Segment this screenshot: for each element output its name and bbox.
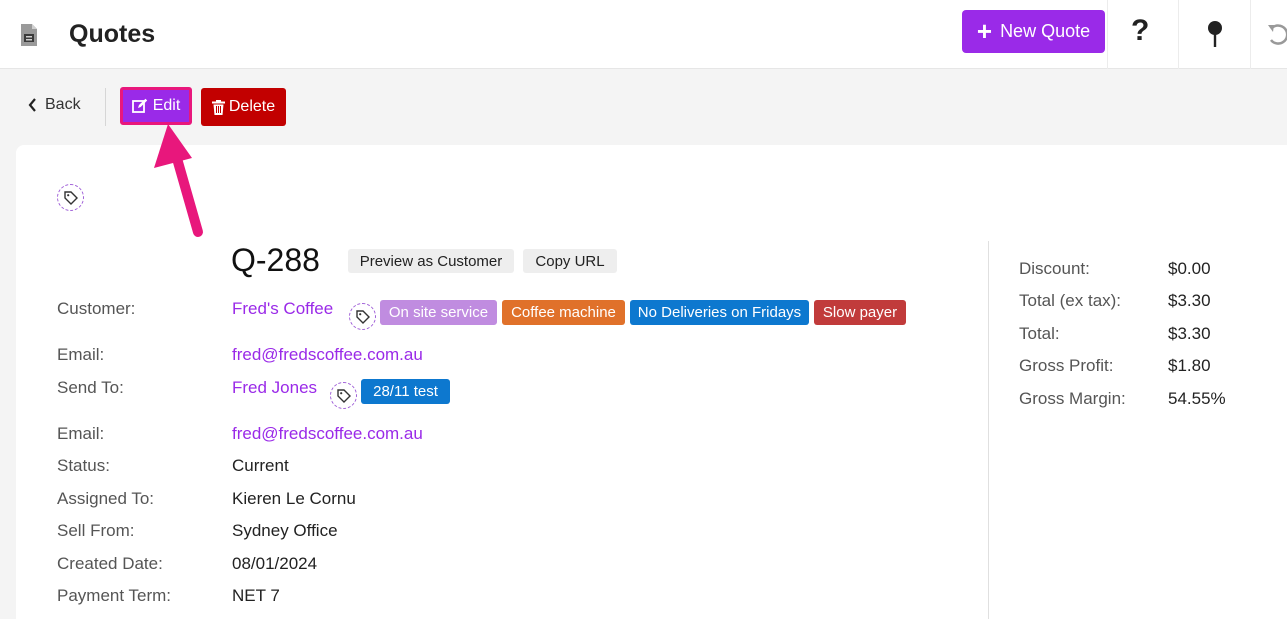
email-label: Email: (57, 424, 105, 443)
created-date-label: Created Date: (57, 554, 163, 573)
new-quote-label: New Quote (1000, 21, 1091, 41)
preview-as-customer-button[interactable]: Preview as Customer (348, 249, 514, 273)
status-value: Current (232, 456, 289, 475)
tag-icon (336, 388, 351, 403)
assigned-to-value: Kieren Le Cornu (232, 489, 356, 508)
contact-email-link[interactable]: fred@fredscoffee.com.au (232, 424, 423, 443)
discount-label: Discount: (1019, 259, 1090, 278)
delete-button[interactable]: Delete (201, 88, 286, 126)
top-bar: Quotes + New Quote ? (0, 0, 1287, 69)
payment-term-value: NET 7 (232, 586, 280, 605)
header-divider (1178, 0, 1179, 69)
status-label: Status: (57, 456, 110, 475)
header-divider (1250, 0, 1251, 69)
header-divider (1107, 0, 1108, 69)
customer-email-link[interactable]: fred@fredscoffee.com.au (232, 345, 423, 364)
send-to-link[interactable]: Fred Jones (232, 378, 318, 397)
quote-id: Q-288 (231, 242, 320, 278)
customer-tag-button[interactable] (349, 303, 376, 330)
send-to-label: Send To: (57, 378, 124, 397)
delete-label: Delete (228, 98, 276, 115)
pin-icon[interactable] (1205, 20, 1225, 48)
contact-tag-button[interactable] (330, 382, 357, 409)
plus-icon: + (976, 15, 993, 46)
sell-from-label: Sell From: (57, 521, 135, 540)
edit-icon (131, 98, 147, 113)
total-label: Total: (1019, 324, 1060, 343)
tag-icon (63, 190, 78, 205)
undo-icon[interactable] (1268, 22, 1287, 46)
annotation-arrow-icon (154, 124, 203, 237)
back-label: Back (45, 96, 81, 113)
tag-icon (355, 309, 370, 324)
customer-tag-badge: Slow payer (814, 300, 906, 325)
new-quote-button[interactable]: + New Quote (962, 10, 1105, 53)
copy-url-button[interactable]: Copy URL (523, 249, 617, 273)
quote-card (16, 145, 1287, 619)
add-tag-button[interactable] (57, 184, 84, 211)
toolbar-divider (105, 88, 106, 126)
edit-button[interactable]: Edit (120, 87, 192, 125)
contact-tag-badge: 28/11 test (361, 379, 450, 404)
created-date-value: 08/01/2024 (232, 554, 318, 573)
gross-profit-value: $1.80 (1168, 356, 1211, 375)
discount-value: $0.00 (1168, 259, 1211, 278)
customer-tag-badge: No Deliveries on Fridays (630, 300, 809, 325)
total-ex-tax-value: $3.30 (1168, 291, 1211, 310)
total-ex-tax-label: Total (ex tax): (1019, 291, 1122, 310)
gross-margin-label: Gross Margin: (1019, 389, 1126, 408)
total-value: $3.30 (1168, 324, 1211, 343)
email-label: Email: (57, 345, 105, 364)
sell-from-value: Sydney Office (232, 521, 338, 540)
chevron-left-icon (28, 98, 36, 112)
payment-term-label: Payment Term: (57, 586, 172, 605)
gross-profit-label: Gross Profit: (1019, 356, 1114, 375)
summary-divider (988, 241, 989, 619)
edit-label: Edit (152, 97, 181, 114)
document-icon (21, 24, 37, 46)
page-title: Quotes (69, 20, 156, 48)
trash-icon (211, 99, 225, 115)
gross-margin-value: 54.55% (1168, 389, 1226, 408)
customer-tag-badge: On site service (380, 300, 497, 325)
assigned-to-label: Assigned To: (57, 489, 155, 508)
customer-link[interactable]: Fred's Coffee (232, 299, 334, 318)
customer-label: Customer: (57, 299, 136, 318)
customer-tag-badge: Coffee machine (502, 300, 625, 325)
back-button[interactable]: Back (28, 96, 81, 114)
help-icon[interactable]: ? (1131, 14, 1150, 47)
